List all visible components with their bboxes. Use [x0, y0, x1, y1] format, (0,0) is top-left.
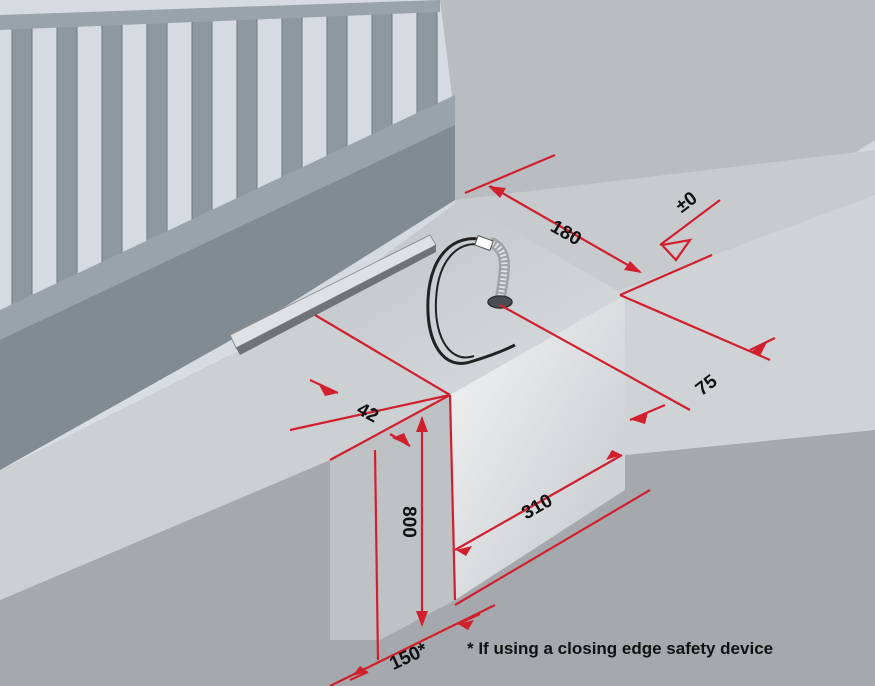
gate-picket	[146, 12, 168, 268]
foundation-front-face	[330, 395, 455, 640]
dim-180-ext-left	[464, 153, 556, 195]
dim-label-800: 800	[398, 506, 419, 538]
gate-picket	[56, 15, 78, 310]
sliding-gate	[0, 0, 455, 470]
dim-180-ext-right	[619, 253, 713, 297]
level-marker-line	[659, 199, 721, 246]
gate-picket	[101, 14, 123, 289]
gate-picket	[11, 17, 33, 331]
pit-floor	[310, 200, 625, 395]
cable-conduit	[426, 234, 516, 365]
dimension-arrowheads	[318, 186, 768, 676]
gate-picket	[191, 11, 213, 247]
pit-right-wall	[450, 295, 625, 600]
slab-top	[0, 310, 450, 600]
drive-rail-shadow	[236, 245, 436, 355]
footnote: * If using a closing edge safety device	[467, 639, 773, 658]
level-marker-triangle	[659, 238, 693, 262]
dim-180-line	[489, 185, 641, 273]
dimension-lines	[289, 153, 776, 686]
ground-right-plane	[620, 195, 875, 455]
